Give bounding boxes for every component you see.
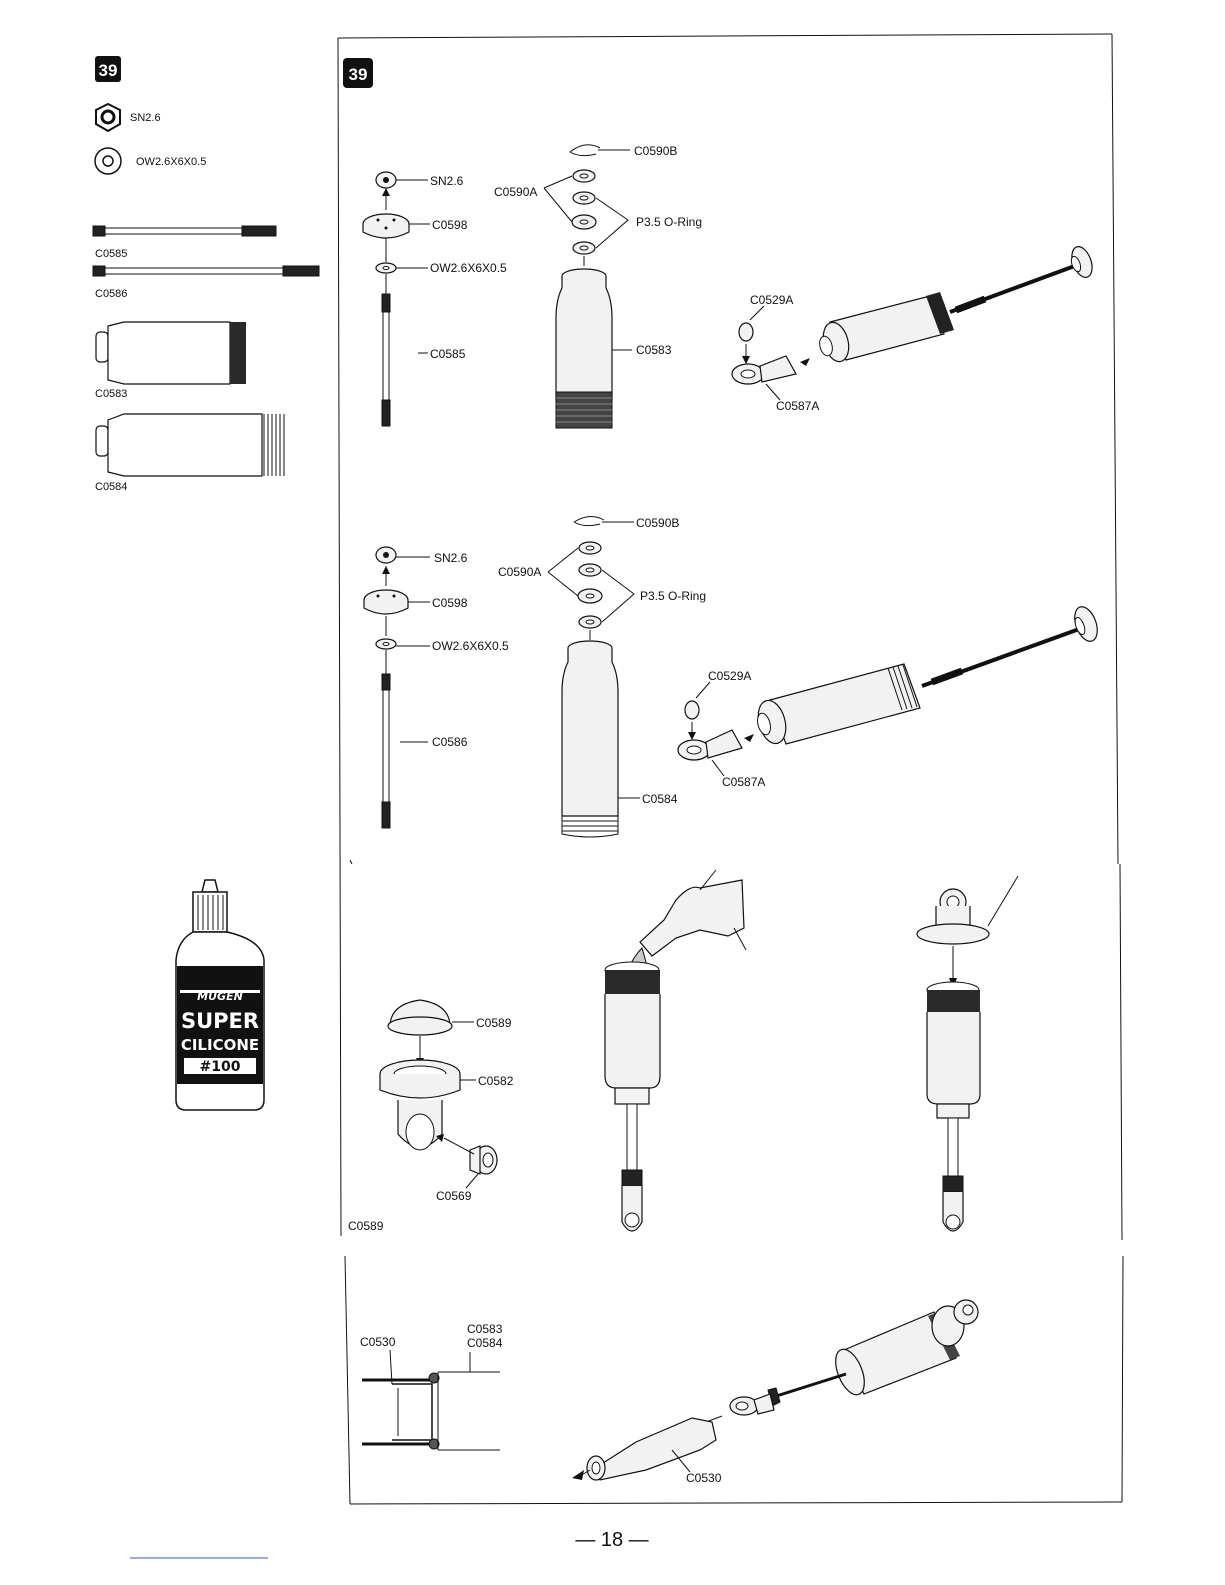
nut-sn26-top bbox=[376, 172, 396, 188]
shaft-c0586-drawing bbox=[93, 266, 319, 276]
label-front-shaft: C0585 bbox=[430, 347, 466, 361]
ball-c0529a-front bbox=[739, 323, 753, 341]
label-corner-c0589: C0589 bbox=[348, 1219, 384, 1233]
spacer-stack-top bbox=[572, 170, 596, 254]
shaft-c0586-exploded bbox=[382, 674, 390, 828]
label-rear-spacer: C0590A bbox=[498, 565, 541, 579]
label-bushing: C0569 bbox=[436, 1189, 472, 1203]
label-rear-piston: C0598 bbox=[432, 596, 468, 610]
step-number-main: 39 bbox=[349, 65, 368, 84]
step-number-left: 39 bbox=[99, 61, 118, 80]
panel-cap-and-fill: C0589 C0582 C0569 C0589 bbox=[348, 870, 1018, 1233]
label-rear-washer: OW2.6X6X0.5 bbox=[432, 639, 509, 653]
cap-install-illustration bbox=[917, 876, 1018, 1231]
step-badge-main: 39 bbox=[343, 58, 373, 88]
cap-c0582 bbox=[380, 1060, 460, 1150]
label-rear-body: C0584 bbox=[642, 792, 678, 806]
body-c0584-drawing bbox=[96, 414, 284, 476]
washer-bottom bbox=[376, 639, 396, 649]
bottle-grade: #100 bbox=[200, 1059, 241, 1075]
rod-end-c0587a-front bbox=[732, 356, 796, 384]
label-rear-clip: C0590B bbox=[636, 516, 679, 530]
assembled-rear-shock bbox=[754, 604, 1102, 747]
label-front-nut: SN2.6 bbox=[430, 174, 464, 188]
clip-c0590b-top bbox=[570, 145, 600, 156]
nut-sn26-bottom bbox=[376, 547, 396, 563]
label-front-ball: C0529A bbox=[750, 293, 793, 307]
spacer-stack-bottom bbox=[578, 542, 602, 628]
piston-c0598-bottom bbox=[364, 590, 408, 614]
label-rear-shaft: C0586 bbox=[432, 735, 468, 749]
panel-rear-shock: SN2.6 C0598 OW2.6X6X0.5 C0586 C0590B bbox=[364, 516, 1102, 837]
label-cap: C0582 bbox=[478, 1074, 514, 1088]
label-front-spacer: C0590A bbox=[494, 185, 537, 199]
hardware-label-washer: OW2.6X6X0.5 bbox=[136, 156, 206, 168]
part-label-c0586: C0586 bbox=[95, 288, 127, 300]
part-label-c0585: C0585 bbox=[95, 248, 127, 260]
page-number: — 18 — bbox=[575, 1529, 648, 1551]
ball-c0529a-rear bbox=[685, 701, 699, 719]
label-rear-nut: SN2.6 bbox=[434, 551, 468, 565]
label-front-piston: C0598 bbox=[432, 218, 468, 232]
shock-body-c0584 bbox=[562, 641, 618, 837]
label-rear-ball: C0529A bbox=[708, 669, 751, 683]
part-label-c0584: C0584 bbox=[95, 481, 127, 493]
label-front-oring: P3.5 O-Ring bbox=[636, 215, 702, 229]
label-final-boot-bottom: C0530 bbox=[686, 1471, 722, 1485]
silicone-oil-bottle: MUGEN SUPER CILICONE #100 bbox=[176, 880, 264, 1110]
final-shock-drawing bbox=[572, 1300, 978, 1480]
oil-fill-illustration bbox=[605, 870, 746, 1231]
shock-body-c0583 bbox=[556, 269, 612, 428]
label-front-clip: C0590B bbox=[634, 144, 677, 158]
label-front-rod-end: C0587A bbox=[776, 399, 819, 413]
step-badge-left: 39 bbox=[95, 56, 121, 82]
panel-final-assembly: C0530 C0583 C0584 C0530 bbox=[360, 1300, 978, 1485]
label-final-body-top: C0583 bbox=[467, 1322, 503, 1336]
clip-c0590b-bottom bbox=[574, 516, 604, 525]
bottle-line-super: SUPER bbox=[181, 1009, 259, 1033]
shaft-c0585-exploded bbox=[382, 294, 390, 426]
left-parts-column: 39 SN2.6 OW2.6X6X0.5 C0585 C0586 bbox=[93, 56, 319, 1110]
assembled-front-shock bbox=[818, 244, 1096, 365]
bushing-c0569 bbox=[470, 1146, 497, 1174]
label-front-body: C0583 bbox=[636, 343, 672, 357]
label-front-washer: OW2.6X6X0.5 bbox=[430, 261, 507, 275]
hardware-label-nut: SN2.6 bbox=[130, 112, 161, 124]
hex-nut-icon bbox=[96, 104, 120, 131]
label-final-boot: C0530 bbox=[360, 1335, 396, 1349]
bottle-brand: MUGEN bbox=[197, 990, 243, 1003]
boot-cross-section bbox=[362, 1350, 500, 1450]
piston-c0598-top bbox=[363, 214, 409, 238]
diaphragm-c0589 bbox=[388, 1000, 452, 1035]
washer-icon bbox=[95, 148, 121, 174]
part-label-c0583: C0583 bbox=[95, 388, 127, 400]
label-rear-rod-end: C0587A bbox=[722, 775, 765, 789]
bottle-line-cilicone: CILICONE bbox=[181, 1036, 259, 1054]
panel-front-shock: SN2.6 C0598 OW2.6X6X0.5 C0585 C0 bbox=[363, 144, 1096, 428]
label-diaphragm: C0589 bbox=[476, 1016, 512, 1030]
main-frame bbox=[338, 34, 1123, 1504]
shaft-c0585-drawing bbox=[93, 226, 276, 236]
washer-top bbox=[376, 263, 396, 273]
rod-end-c0587a-rear bbox=[678, 730, 742, 760]
label-final-body-bottom: C0584 bbox=[467, 1336, 503, 1350]
label-rear-oring: P3.5 O-Ring bbox=[640, 589, 706, 603]
body-c0583-drawing bbox=[96, 322, 246, 384]
